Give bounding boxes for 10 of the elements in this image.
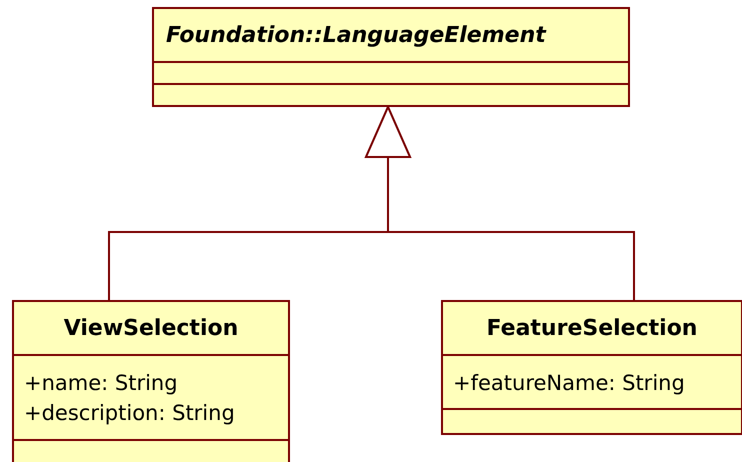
- class-box: [152, 7, 630, 107]
- class-name: Foundation::LanguageElement: [166, 22, 546, 48]
- attribute-text: +name: String: [24, 370, 179, 397]
- attribute-text: +description: String: [24, 400, 236, 427]
- class-box: [12, 300, 290, 462]
- attribute-text: +featureName: String: [453, 370, 686, 397]
- class-box: [441, 300, 742, 435]
- class-name: ViewSelection: [64, 316, 238, 340]
- class-name: FeatureSelection: [486, 316, 698, 340]
- generalization-arrow: [365, 106, 635, 300]
